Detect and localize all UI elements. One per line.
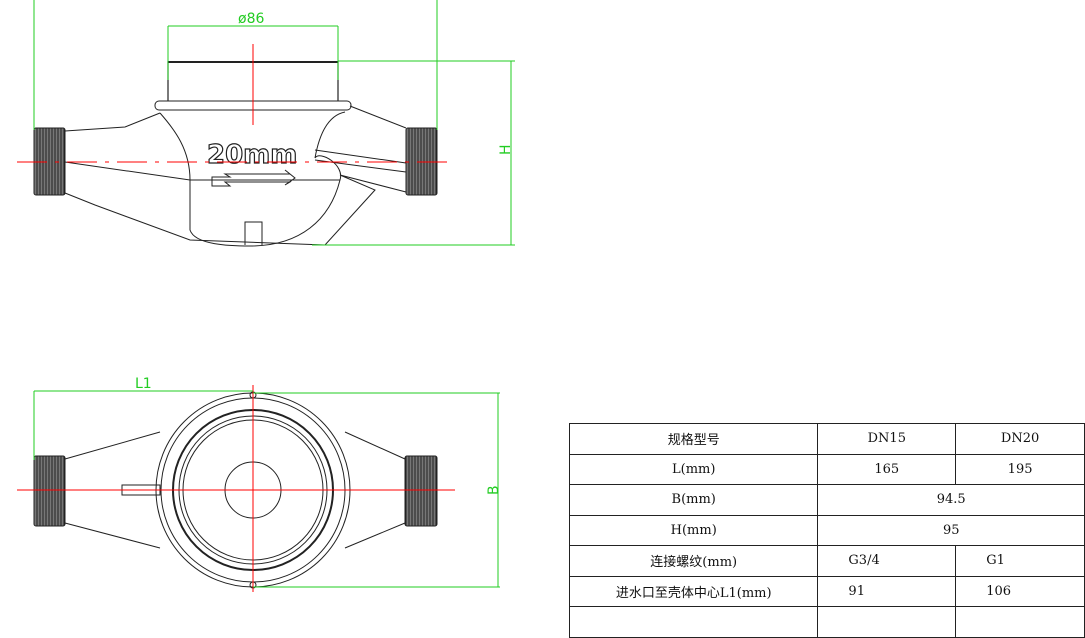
diameter-label: ø86 <box>238 11 264 27</box>
table-row: H(mm) 95 <box>568 514 1085 546</box>
header-label: 规格型号 <box>568 423 819 455</box>
row-label: 连接螺纹(mm) <box>568 545 819 577</box>
cell-dn15: G3/4 <box>817 545 957 577</box>
side-dimensions <box>33 0 515 246</box>
top-dimensions <box>33 390 500 588</box>
width-label: B <box>486 485 502 495</box>
table-row-partial <box>568 606 1085 638</box>
size-marking: 20mm <box>207 140 297 170</box>
row-label: 进水口至壳体中心L1(mm) <box>568 575 819 607</box>
spec-table: 规格型号 DN15 DN20 L(mm) 165 195 B(mm) 94.5 … <box>568 423 1085 638</box>
top-centerlines <box>17 385 455 592</box>
row-label: H(mm) <box>568 514 819 546</box>
cell-dn15: 91 <box>817 575 957 607</box>
length-label: L1 <box>135 376 152 392</box>
cell-value: 95 <box>817 514 1085 546</box>
cell-dn20: 106 <box>955 575 1085 607</box>
height-label: H <box>498 144 514 155</box>
table-row: 进水口至壳体中心L1(mm) 91 106 <box>568 575 1085 607</box>
empty-cell <box>955 606 1085 638</box>
water-meter-drawing: 20mm ø86 H L1 B <box>17 0 515 592</box>
row-label: L(mm) <box>568 453 819 485</box>
header-dn15: DN15 <box>817 423 957 455</box>
table-row: 连接螺纹(mm) G3/4 G1 <box>568 545 1085 577</box>
table-row: L(mm) 165 195 <box>568 453 1085 485</box>
empty-cell <box>817 606 957 638</box>
cell-value: 94.5 <box>817 484 1085 516</box>
cell-dn20: G1 <box>955 545 1085 577</box>
cell-dn20: 195 <box>955 453 1085 485</box>
cell-dn15: 165 <box>817 453 957 485</box>
empty-cell <box>568 606 819 638</box>
table-row: B(mm) 94.5 <box>568 484 1085 516</box>
table-header-row: 规格型号 DN15 DN20 <box>568 423 1085 455</box>
row-label: B(mm) <box>568 484 819 516</box>
header-dn20: DN20 <box>955 423 1085 455</box>
side-centerlines <box>17 44 455 163</box>
